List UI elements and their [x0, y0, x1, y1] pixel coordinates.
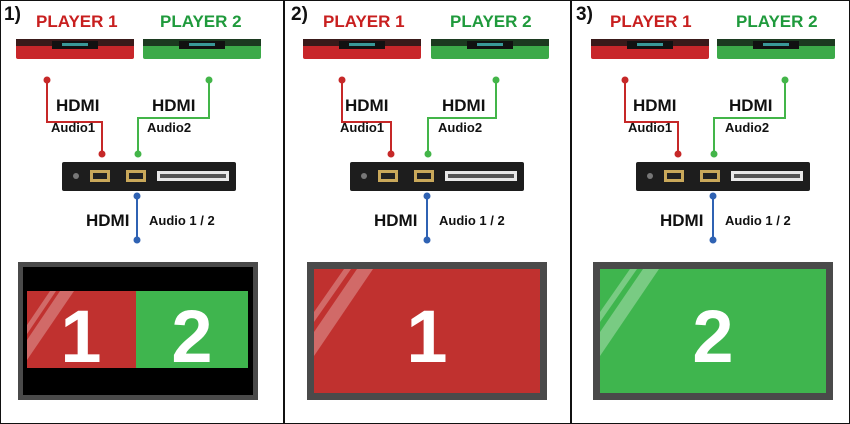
player1-label: PLAYER 1 — [610, 12, 692, 31]
audio-label-right: Audio2 — [438, 120, 483, 135]
panel-1: 1) PLAYER 1 PLAYER 2 — [0, 0, 283, 424]
player1-label: PLAYER 1 — [323, 12, 405, 31]
output-hdmi-label: HDMI — [660, 211, 704, 230]
screen-text-left: 1 — [60, 295, 101, 378]
player1-label: PLAYER 1 — [36, 12, 118, 31]
audio-label-right: Audio2 — [725, 120, 770, 135]
green-hdmi-cable — [427, 80, 497, 152]
audio-label-left: Audio1 — [51, 120, 96, 135]
screen-text: 1 — [406, 295, 447, 378]
hdmi-label-right: HDMI — [442, 96, 486, 115]
hdmi-switch-box — [350, 162, 524, 191]
connection-diagram: 2 — [591, 39, 835, 400]
player2-label: PLAYER 2 — [736, 12, 818, 31]
panel-3: 3) PLAYER 1 PLAYER 2 — [572, 0, 848, 424]
hdmi-switch-box — [62, 162, 236, 191]
panel-number: 1) — [4, 4, 21, 25]
screen-text-right: 2 — [171, 295, 212, 378]
single-screen-content: 1 — [314, 269, 540, 393]
hdmi-label-left: HDMI — [56, 96, 100, 115]
panel-number: 2) — [291, 4, 308, 25]
player2-device — [717, 39, 835, 59]
connection-diagram: 1 2 — [16, 39, 261, 400]
red-hdmi-cable — [624, 80, 679, 152]
audio-label-left: Audio1 — [340, 120, 385, 135]
hdmi-label-right: HDMI — [729, 96, 773, 115]
panel-divider-1 — [283, 0, 285, 424]
player2-label: PLAYER 2 — [160, 12, 242, 31]
output-audio-label: Audio 1 / 2 — [149, 213, 215, 228]
red-hdmi-cable — [341, 80, 392, 152]
player1-device — [16, 39, 134, 59]
hdmi-label-left: HDMI — [345, 96, 389, 115]
green-hdmi-cable — [713, 80, 786, 152]
output-hdmi-label: HDMI — [374, 211, 418, 230]
hdmi-label-left: HDMI — [633, 96, 677, 115]
connection-diagram: 1 — [303, 39, 549, 400]
panel-divider-2 — [570, 0, 572, 424]
panel-2: 2) PLAYER 1 PLAYER 2 — [287, 0, 570, 424]
split-screen-content: 1 2 — [27, 291, 248, 378]
audio-label-right: Audio2 — [147, 120, 192, 135]
audio-label-left: Audio1 — [628, 120, 673, 135]
output-audio-label: Audio 1 / 2 — [439, 213, 505, 228]
single-screen-content: 2 — [600, 269, 826, 393]
red-hdmi-cable — [46, 80, 103, 152]
player2-device — [431, 39, 549, 59]
hdmi-switch-box — [636, 162, 810, 191]
panel-number: 3) — [576, 4, 593, 25]
player2-label: PLAYER 2 — [450, 12, 532, 31]
output-hdmi-label: HDMI — [86, 211, 130, 230]
green-hdmi-cable — [137, 80, 210, 152]
output-audio-label: Audio 1 / 2 — [725, 213, 791, 228]
player1-device — [591, 39, 709, 59]
screen-text: 2 — [692, 295, 733, 378]
player1-device — [303, 39, 421, 59]
hdmi-label-right: HDMI — [152, 96, 196, 115]
player2-device — [143, 39, 261, 59]
